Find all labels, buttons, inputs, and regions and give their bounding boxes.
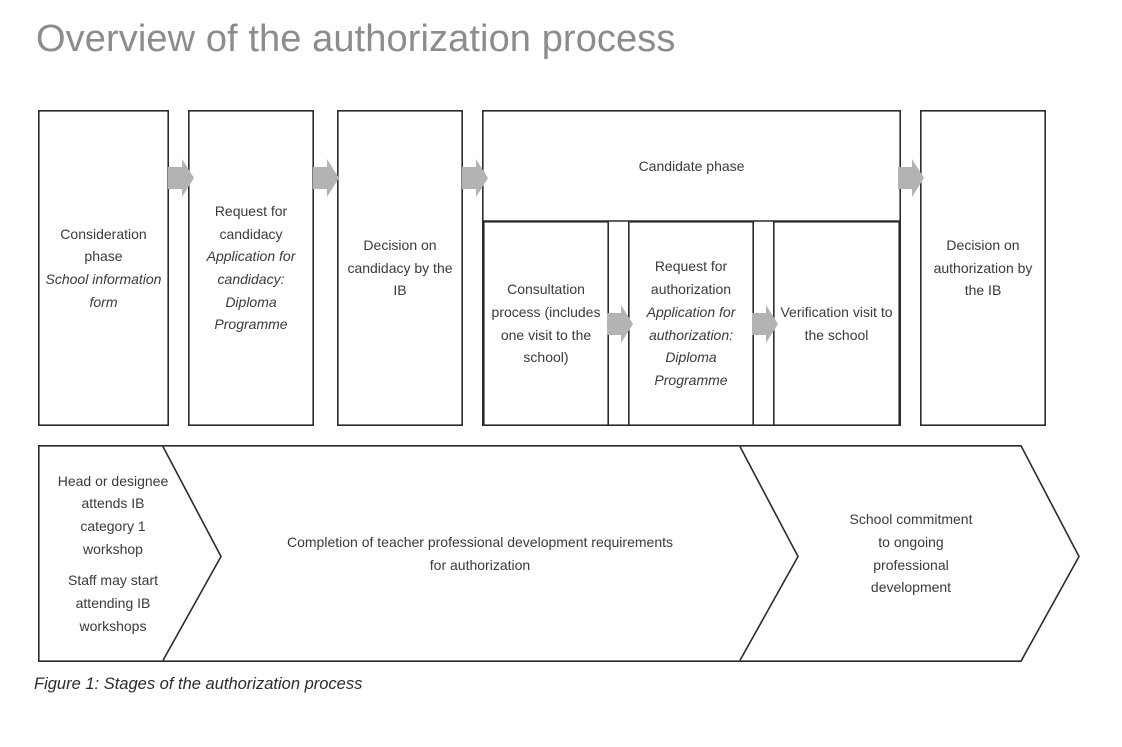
consultation-process-heading: Consultation process (includes one visit… (491, 281, 601, 366)
connector-arrow-3 (462, 159, 488, 197)
request-for-candidacy-heading: Request for candidacy (214, 202, 288, 242)
box-decision-on-authorization (919, 110, 1046, 426)
box-request-for-candidacy (188, 110, 315, 426)
request-for-candidacy-document: Application for candidacy: Diploma Progr… (206, 248, 296, 333)
banner-chevron-divider-2 (739, 446, 799, 661)
request-for-authorization-heading: Request for authorization (650, 258, 732, 298)
banner-segment-ongoing-professional-development: School commitment to ongoing professiona… (848, 446, 974, 661)
label-decision-on-candidacy: Decision on candidacy by the IB (337, 110, 463, 426)
page-title: Overview of the authorization process (36, 18, 676, 60)
decision-on-candidacy-heading: Decision on candidacy by the IB (347, 236, 453, 299)
banner-segment-professional-development-start: Head or designee attends IB category 1 w… (54, 446, 172, 661)
banner-segment-teacher-professional-development: Completion of teacher professional devel… (280, 446, 680, 661)
connector-arrow-5 (607, 305, 633, 343)
connector-arrow-4 (898, 159, 924, 197)
verification-visit-heading: Verification visit to the school (780, 303, 893, 343)
banner-segment-1-line-1: Head or designee attends IB category 1 w… (57, 472, 169, 557)
box-consultation-process (482, 221, 609, 426)
banner-segment-3-line-1: School commitment to ongoing professiona… (849, 511, 973, 596)
box-decision-on-candidacy (336, 110, 463, 426)
box-consideration-phase (37, 110, 169, 426)
banner-segment-1-line-2: Staff may start attending IB workshops (68, 572, 158, 634)
label-consultation-process: Consultation process (includes one visit… (483, 221, 609, 426)
connector-arrow-1 (168, 159, 194, 197)
label-request-for-candidacy: Request for candidacy Application for ca… (188, 110, 314, 426)
connector-arrow-2 (313, 159, 339, 197)
figure-caption: Figure 1: Stages of the authorization pr… (34, 675, 363, 693)
candidate-phase-title: Candidate phase (638, 158, 745, 174)
consideration-phase-heading: Consideration phase (60, 225, 147, 265)
label-decision-on-authorization: Decision on authorization by the IB (920, 110, 1046, 426)
label-verification-visit: Verification visit to the school (773, 221, 900, 426)
request-for-authorization-document: Application for authorization: Diploma P… (646, 303, 736, 388)
label-request-for-authorization: Request for authorization Application fo… (628, 221, 754, 426)
consideration-phase-document: School information form (45, 271, 162, 310)
banner-segment-2-line-1: Completion of teacher professional devel… (287, 533, 673, 573)
label-consideration-phase: Consideration phase School information f… (38, 110, 169, 426)
banner-arrow-shape (37, 444, 1080, 663)
box-verification-visit (772, 221, 900, 426)
label-candidate-phase: Candidate phase (482, 111, 901, 221)
connector-arrow-6 (752, 305, 778, 343)
decision-on-authorization-heading: Decision on authorization by the IB (933, 236, 1033, 299)
banner-chevron-divider-1 (162, 446, 222, 661)
